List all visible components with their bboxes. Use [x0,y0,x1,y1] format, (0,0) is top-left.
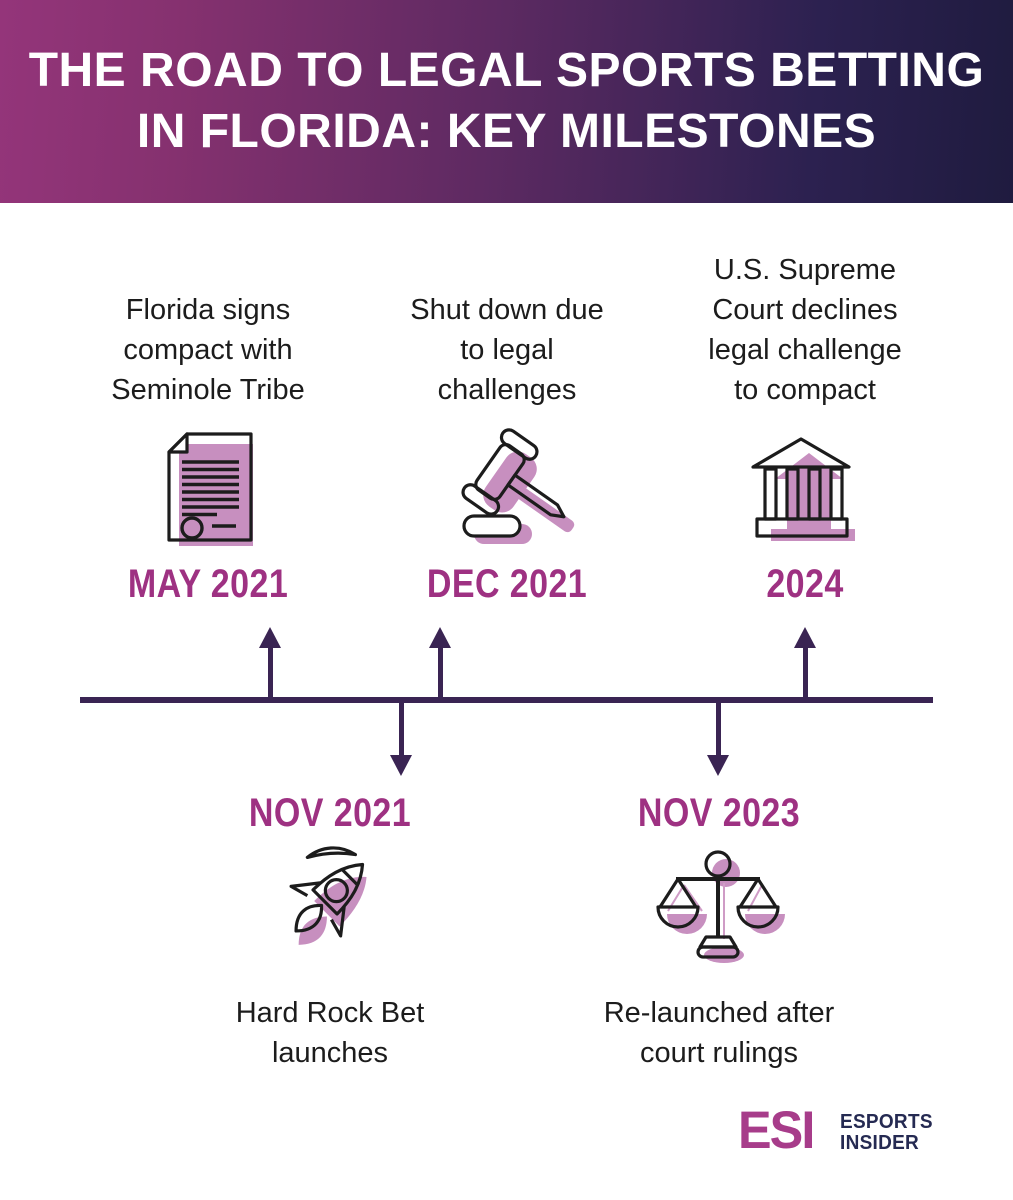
caption-2024: U.S. Supreme Court declines legal challe… [708,254,902,406]
caption-may-2021: Florida signs compact with Seminole Trib… [111,294,305,406]
brand-line1: ESPORTS [840,1111,933,1133]
rocket-icon [268,845,393,963]
timeline-arrowhead-up [259,627,281,648]
brand-name: ESPORTS INSIDER [840,1112,933,1153]
timeline-arrowhead-up [794,627,816,648]
page-title: THE ROAD TO LEGAL SPORTS BETTING IN FLOR… [0,40,1013,162]
caption-nov-2021: Hard Rock Bet launches [235,997,425,1069]
date-may-2021: MAY 2021 [127,562,289,606]
document-icon [155,430,265,552]
timeline-arrowhead-up [429,627,451,648]
caption-nov-2023: Re-launched after court rulings [603,997,835,1069]
timeline-arrowhead-down [390,755,412,776]
page-title-line1: THE ROAD TO LEGAL SPORTS BETTING [28,44,985,97]
date-nov-2021: NOV 2021 [248,791,412,835]
page-title-line2: IN FLORIDA: KEY MILESTONES [136,105,877,158]
header-banner: THE ROAD TO LEGAL SPORTS BETTING IN FLOR… [0,0,1013,203]
esi-logo: ESI [738,1101,815,1160]
brand-line2: INSIDER [840,1131,920,1154]
timeline-axis [80,697,933,703]
timeline-arrow-up [803,646,808,700]
date-nov-2023: NOV 2023 [637,791,801,835]
timeline-arrow-down [399,700,404,756]
gavel-icon [450,428,575,544]
caption-dec-2021: Shut down due to legal challenges [410,294,604,406]
timeline-arrow-down [716,700,721,756]
timeline-arrow-up [268,646,273,700]
scales-icon [656,847,785,967]
timeline-arrow-up [438,646,443,700]
timeline-arrowhead-down [707,755,729,776]
date-dec-2021: DEC 2021 [426,562,588,606]
courthouse-icon [745,433,860,546]
date-2024: 2024 [766,562,844,606]
